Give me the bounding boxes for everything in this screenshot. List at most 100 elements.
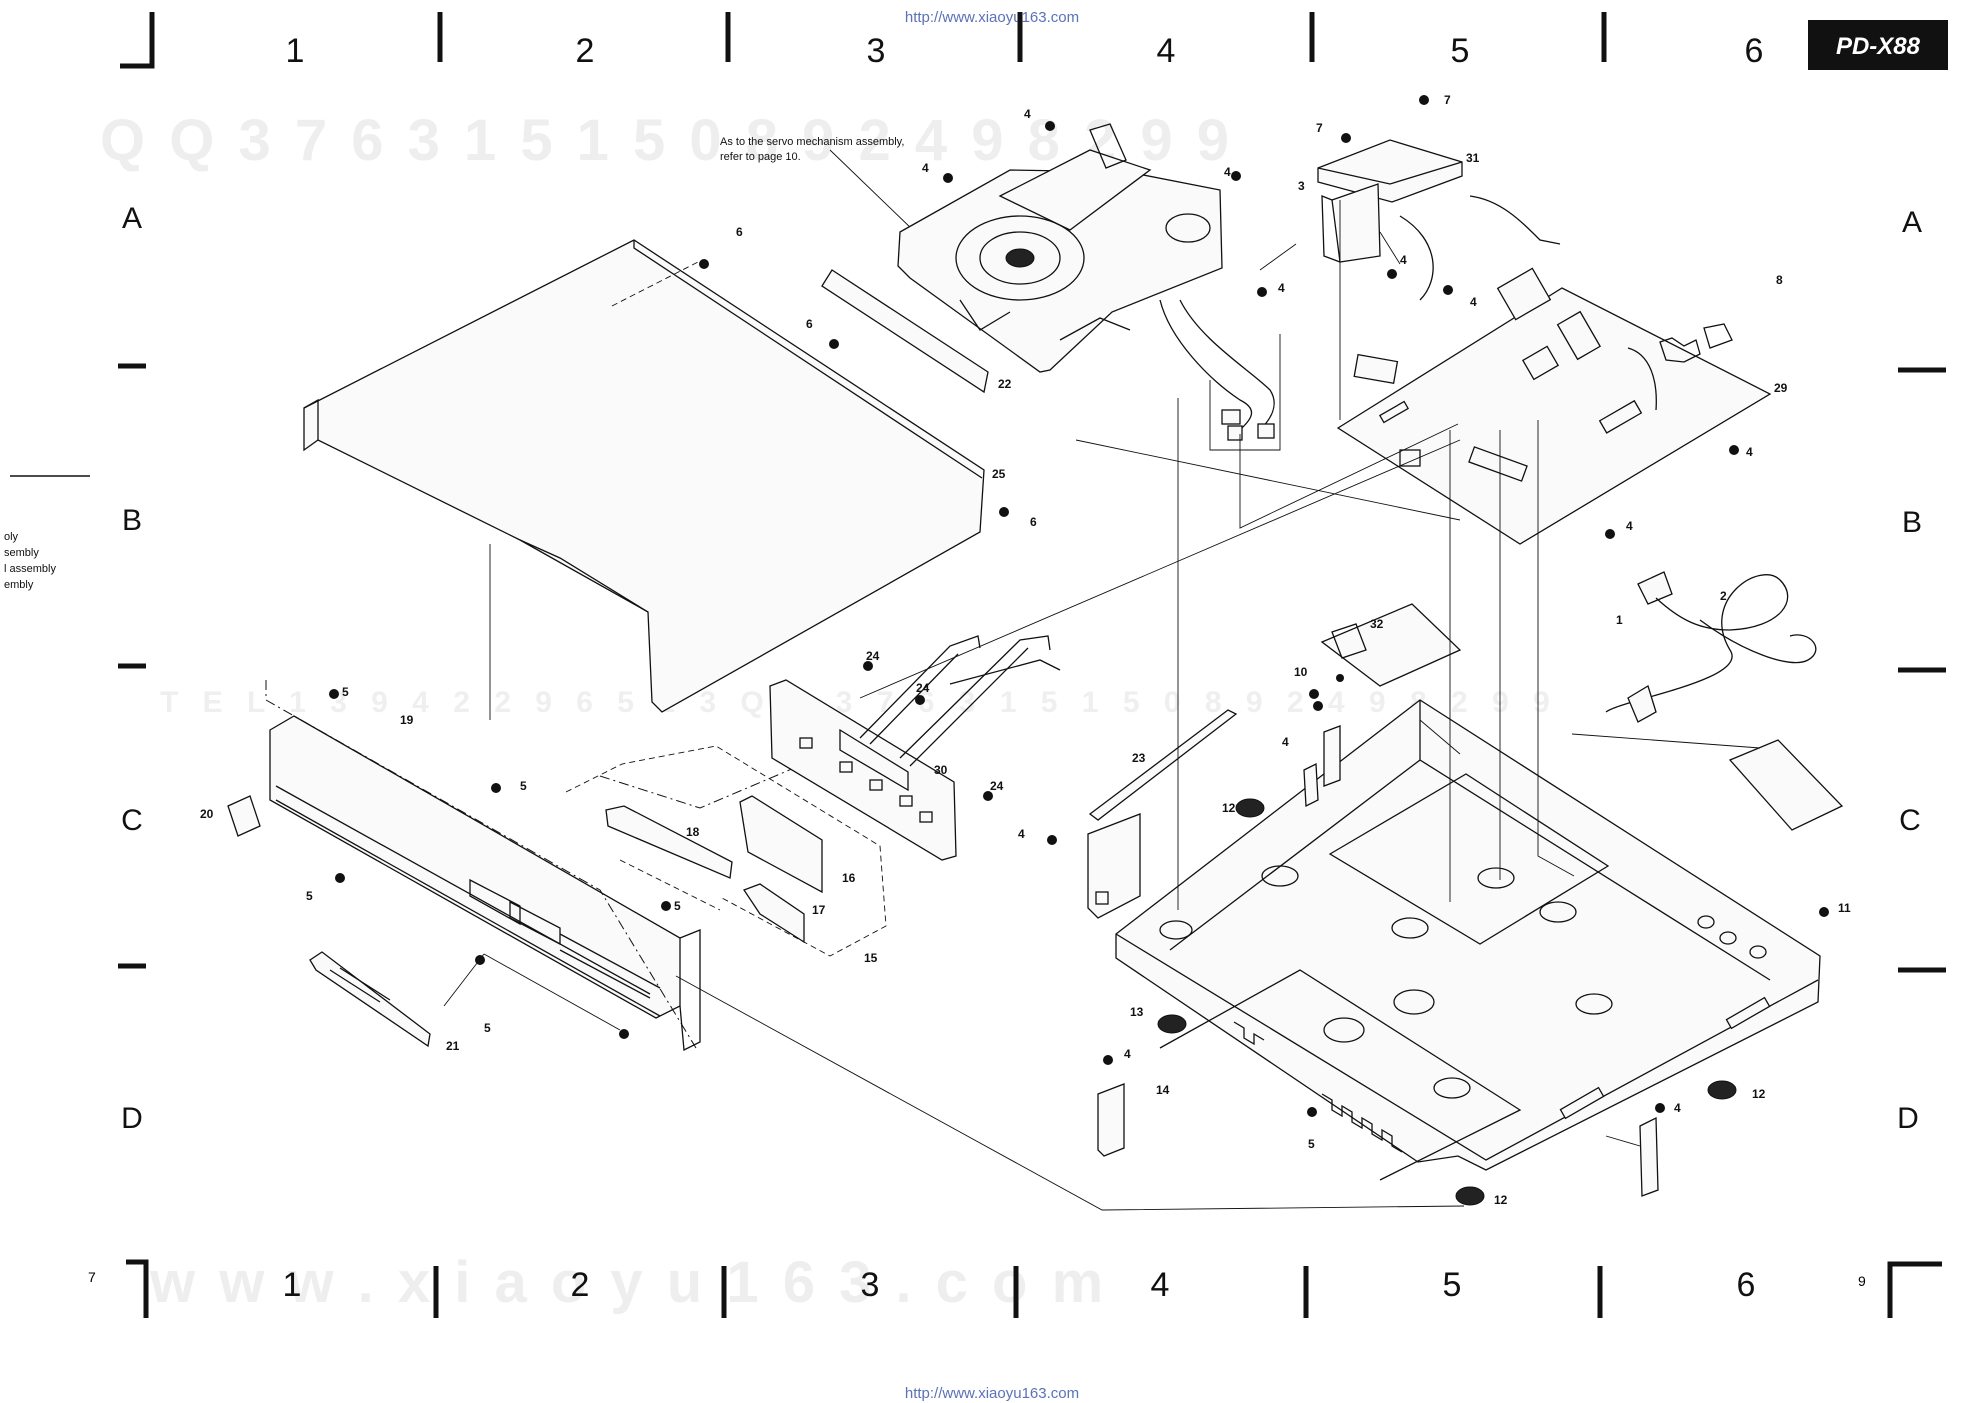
callout-32: 32 [1370, 617, 1384, 631]
grid-col-4: 4 [1157, 32, 1176, 70]
corner-marks [120, 12, 1942, 1318]
callout-12-b: 12 [1752, 1087, 1766, 1101]
callout-25: 25 [992, 467, 1006, 481]
watermark-tel: T E L 1 3 9 4 2 2 9 6 5 1 3 Q Q 3 7 6 3 … [160, 686, 1558, 719]
callout-10: 10 [1294, 665, 1308, 679]
callout-14: 14 [1156, 1083, 1170, 1097]
callout-4-e: 4 [1400, 253, 1407, 267]
screws [329, 95, 1829, 1117]
model-badge: PD-X88 [1808, 20, 1948, 70]
grid-col-bottom-6: 6 [1737, 1266, 1756, 1304]
callout-5-e: 5 [484, 1021, 491, 1035]
grid-row-right-B: B [1902, 506, 1922, 539]
grid-col-bottom-3: 3 [861, 1266, 880, 1304]
wire-harness [1159, 299, 1275, 441]
grid-rows: A B C D A B C D [118, 202, 1946, 1135]
grid-top: 1 2 3 4 5 6 [286, 12, 1764, 70]
url-top[interactable]: http://www.xiaoyu163.com [905, 9, 1079, 26]
slide-rod [1088, 709, 1238, 821]
grid-row-right-C: C [1899, 804, 1921, 837]
callout-12-a: 12 [1222, 801, 1236, 815]
chassis-brackets [1087, 603, 1659, 1197]
callout-4-f: 4 [1470, 295, 1477, 309]
callout-20: 20 [200, 807, 214, 821]
callout-4-i: 4 [1282, 735, 1289, 749]
model-badge-text: PD-X88 [1836, 33, 1921, 60]
callout-7-b: 7 [1316, 121, 1323, 135]
grid-col-bottom-4: 4 [1151, 1266, 1170, 1304]
callout-6-b: 6 [806, 317, 813, 331]
callout-24-b: 24 [916, 681, 930, 695]
page-number-right: 9 [1858, 1273, 1866, 1289]
grid-row-left-A: A [122, 202, 142, 235]
svg-text:oly: oly [4, 531, 19, 543]
grid-col-2: 2 [576, 32, 595, 70]
grid-row-right-D: D [1897, 1102, 1919, 1135]
grid-row-left-B: B [122, 504, 142, 537]
power-cord [1605, 571, 1817, 723]
callout-4-a: 4 [1024, 107, 1031, 121]
grid-col-bottom-5: 5 [1443, 1266, 1462, 1304]
grid-col-bottom-1: 1 [283, 1266, 302, 1304]
grid-col-6: 6 [1745, 32, 1764, 70]
grid-row-right-A: A [1902, 206, 1922, 239]
chassis [1115, 699, 1821, 1181]
callout-31: 31 [1466, 151, 1480, 165]
url-bottom[interactable]: http://www.xiaoyu163.com [905, 1385, 1079, 1402]
callout-4-l: 4 [1674, 1101, 1681, 1115]
rating-label [1728, 739, 1844, 831]
front-panel [265, 680, 861, 1052]
grid-col-3: 3 [867, 32, 886, 70]
switch-assemblies [565, 745, 887, 957]
main-pcb [1336, 267, 1772, 545]
svg-text:l assembly: l assembly [4, 563, 56, 575]
callout-6-c: 6 [1030, 515, 1037, 529]
watermark-qq: Q Q 3 7 6 3 1 5 1 5 0 8 9 2 4 9 8 2 9 9 [100, 108, 1233, 173]
callout-13: 13 [1130, 1005, 1144, 1019]
callout-12-c: 12 [1494, 1193, 1508, 1207]
callout-5-b: 5 [520, 779, 527, 793]
svg-text:sembly: sembly [4, 547, 39, 559]
callout-4-g: 4 [1746, 445, 1753, 459]
grid-bottom: 1 2 3 4 5 6 [283, 1266, 1756, 1318]
display-window [309, 951, 431, 1048]
callout-16: 16 [842, 871, 856, 885]
callout-4-d: 4 [1278, 281, 1285, 295]
callout-4-c: 4 [1224, 165, 1231, 179]
grid-col-1: 1 [286, 32, 305, 70]
callout-8: 8 [1776, 273, 1783, 287]
callout-11: 11 [1838, 901, 1851, 915]
callout-2: 2 [1720, 589, 1727, 603]
feet [1157, 798, 1737, 1206]
edge-text: oly sembly l assembly embly [4, 475, 90, 591]
grid-col-5: 5 [1451, 32, 1470, 70]
callout-22: 22 [998, 377, 1012, 391]
ribbon-cables [859, 635, 1061, 767]
callout-1: 1 [1616, 613, 1623, 627]
callout-18: 18 [686, 825, 700, 839]
callout-15: 15 [864, 951, 878, 965]
callout-4-j: 4 [1018, 827, 1025, 841]
side-strip [821, 269, 989, 394]
callout-6-a: 6 [736, 225, 743, 239]
watermark-site: w w w . x i a o y u 1 6 3 . c o m [149, 1250, 1107, 1315]
servo-note-line1: As to the servo mechanism assembly, [720, 136, 904, 148]
callout-5-d: 5 [674, 899, 681, 913]
leader-lines [443, 200, 1761, 1211]
grid-col-bottom-2: 2 [571, 1266, 590, 1304]
knob [227, 795, 261, 837]
callout-5-f: 5 [1308, 1137, 1315, 1151]
callout-5-a: 5 [342, 685, 349, 699]
callout-29: 29 [1774, 381, 1788, 395]
grid-row-left-C: C [121, 804, 143, 837]
callout-4-k: 4 [1124, 1047, 1131, 1061]
servo-note: As to the servo mechanism assembly, refe… [720, 136, 916, 233]
transformer [1317, 139, 1561, 301]
callout-4-b: 4 [922, 161, 929, 175]
servo-mechanism [897, 123, 1223, 373]
callout-5-c: 5 [306, 889, 313, 903]
callout-7-a: 7 [1444, 93, 1451, 107]
callout-17: 17 [812, 903, 826, 917]
callout-24-a: 24 [866, 649, 880, 663]
